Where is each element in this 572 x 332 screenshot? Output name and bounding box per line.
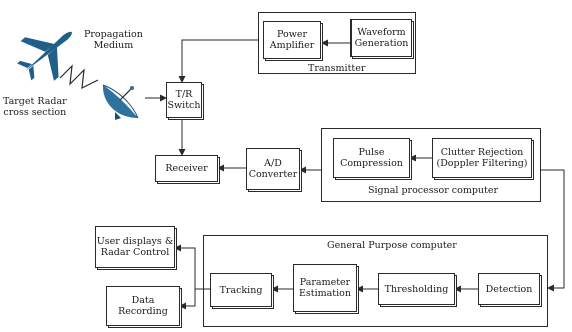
parameter-estimation-block: Parameter Estimation <box>293 264 357 312</box>
thresholding-block: Thresholding <box>378 273 455 305</box>
signal-processor-group <box>321 128 541 202</box>
waveform-generation-text: Waveform Generation <box>354 27 409 49</box>
target-radar-label: Target Radar cross section <box>3 96 67 118</box>
power-amplifier-block: Power Amplifier <box>263 21 321 59</box>
thresholding-text: Thresholding <box>384 283 449 295</box>
arrow-sp-to-gp <box>541 169 565 292</box>
pulse-compression-text: Pulse Compression <box>340 147 403 169</box>
transmitter-label: Transmitter <box>308 63 366 74</box>
parameter-estimation-text: Parameter Estimation <box>298 277 352 299</box>
arrow-transmitter-to-switch <box>178 39 258 83</box>
power-amplifier-text: Power Amplifier <box>269 29 315 51</box>
airplane-icon <box>17 31 72 81</box>
general-purpose-group <box>203 235 548 327</box>
data-recording-block: Data Recording <box>106 286 180 326</box>
signal-processor-label: Signal processor computer <box>368 185 499 196</box>
arrow-tracking-to-displays <box>174 244 210 290</box>
receiver-text: Receiver <box>165 163 208 174</box>
ad-converter-block: A/D Converter <box>246 148 300 190</box>
clutter-rejection-block: Clutter Rejection (Doppler Filtering) <box>432 138 532 178</box>
detection-text: Detection <box>485 283 533 295</box>
general-purpose-label: General Purpose computer <box>327 240 457 251</box>
receiver-block: Receiver <box>155 155 218 182</box>
radar-dish-icon <box>102 84 139 120</box>
pulse-compression-block: Pulse Compression <box>333 138 410 178</box>
tracking-block: Tracking <box>210 273 272 307</box>
user-displays-block: User displays & Radar Control <box>95 226 175 268</box>
user-displays-text: User displays & Radar Control <box>96 236 174 258</box>
arrow-tracking-to-recording <box>179 289 196 310</box>
detection-block: Detection <box>478 273 540 305</box>
ad-converter-text: A/D Converter <box>248 158 298 180</box>
waveform-generation-block: Waveform Generation <box>350 19 412 57</box>
propagation-zigzag <box>59 64 99 90</box>
tracking-text: Tracking <box>219 284 263 296</box>
clutter-rejection-text: Clutter Rejection (Doppler Filtering) <box>436 147 528 169</box>
tr-switch-block: T/R Switch <box>166 82 202 118</box>
propagation-medium-label: Propagation Medium <box>84 29 143 51</box>
data-recording-text: Data Recording <box>118 295 168 317</box>
tr-switch-text: T/R Switch <box>167 89 201 111</box>
transmitter-group <box>258 12 416 74</box>
